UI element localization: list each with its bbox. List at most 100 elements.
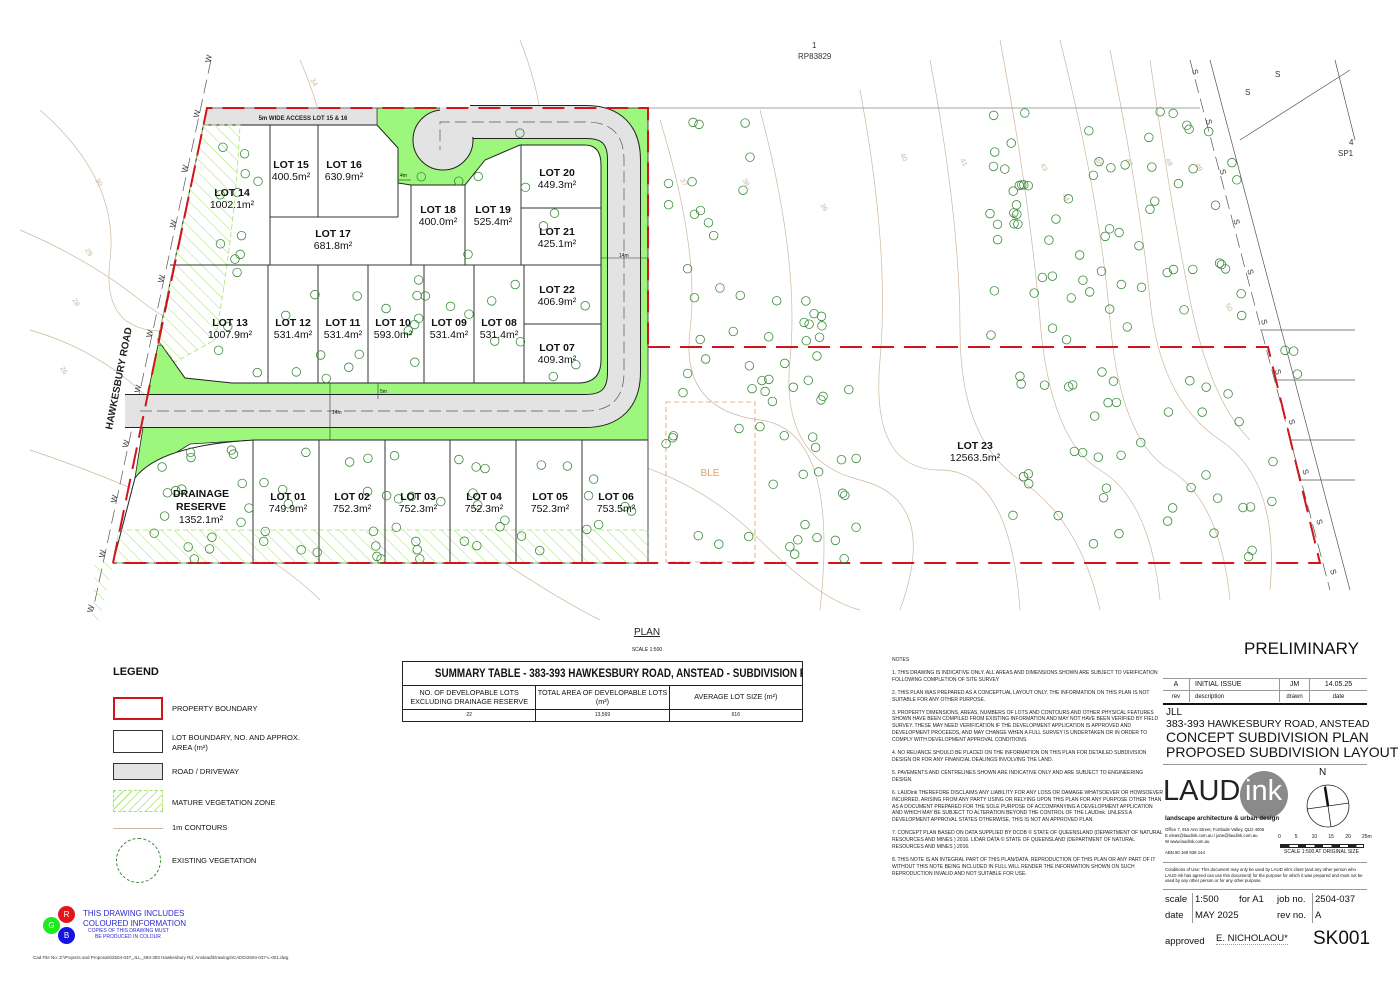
- tree-icon: [620, 501, 630, 512]
- blue-dot-icon: B: [58, 927, 75, 944]
- lot-number: LOT 22: [539, 284, 575, 296]
- tree-icon: [1100, 231, 1110, 242]
- sewer-marker: S: [1300, 468, 1310, 475]
- tree-icon: [236, 230, 247, 241]
- logo-text: LAUD: [1163, 775, 1241, 807]
- tree-icon: [535, 545, 545, 556]
- tree-icon: [1051, 214, 1061, 224]
- job-label: job no.: [1277, 894, 1306, 905]
- tree-icon: [768, 479, 778, 490]
- rev-date: 14.05.25: [1324, 681, 1353, 688]
- tree-icon: [840, 490, 850, 500]
- tree-icon: [1114, 227, 1124, 238]
- tree-icon: [1020, 108, 1030, 118]
- water-marker: W: [156, 274, 166, 284]
- tree-icon: [1008, 510, 1018, 521]
- tree-icon: [301, 447, 311, 458]
- tree-icon: [661, 439, 671, 449]
- legend-swatch-boundary: [113, 697, 163, 720]
- building-envelope: [665, 401, 756, 563]
- abn: ABN 80 169 838 144: [1165, 850, 1205, 855]
- tree-icon: [490, 336, 500, 346]
- tree-icon: [785, 542, 795, 552]
- tree-icon: [1039, 380, 1050, 390]
- tree-icon: [237, 478, 247, 489]
- contour-label: 50: [1223, 303, 1233, 313]
- tree-icon: [1013, 219, 1023, 229]
- tree-icon: [1227, 157, 1237, 168]
- tree-icon: [1096, 266, 1107, 276]
- lot-area: 531.4m²: [430, 329, 469, 341]
- drawing-subtitle: PROPOSED SUBDIVISION LAYOUT: [1166, 744, 1399, 760]
- contour-label: 40: [898, 153, 908, 163]
- tree-icon: [1184, 124, 1194, 134]
- tree-icon: [1098, 493, 1109, 503]
- tree-icon: [259, 536, 269, 547]
- tree-icon: [836, 455, 847, 465]
- tree-icon: [1029, 288, 1039, 298]
- lot-area: 409.3m²: [538, 354, 577, 366]
- tree-icon: [215, 190, 225, 200]
- lot-area: 752.3m²: [531, 503, 570, 515]
- tree-icon: [700, 354, 711, 364]
- contour-label: 30: [93, 178, 103, 188]
- dimension-label: 5m: [380, 389, 387, 395]
- tree-icon: [583, 491, 594, 501]
- lot-number: LOT 20: [539, 167, 575, 179]
- office-email: E eleas@laudink.com.au / jane@laudink.co…: [1165, 833, 1258, 838]
- tree-icon: [1093, 452, 1104, 462]
- existing-vegetation: [149, 107, 1303, 564]
- tree-icon: [1163, 407, 1174, 417]
- lot-area: 630.9m²: [325, 171, 364, 183]
- lot-number: LOT 10: [375, 317, 411, 329]
- note: 1. THIS DRAWING IS INDICATIVE ONLY. ALL …: [892, 669, 1158, 683]
- tree-icon: [232, 267, 242, 278]
- revno-value: A: [1315, 910, 1322, 921]
- tree-icon: [1008, 186, 1018, 196]
- tree-icon: [1116, 279, 1127, 290]
- lot-area: 753.5m²: [597, 503, 636, 515]
- tree-icon: [1232, 175, 1242, 185]
- water-marker: W: [97, 549, 107, 559]
- tree-icon: [1061, 334, 1072, 345]
- tree-icon: [626, 506, 637, 516]
- status-label: PRELIMINARY: [1244, 639, 1359, 658]
- tree-icon: [985, 208, 995, 219]
- sheet-number: SK001: [1313, 928, 1371, 949]
- tree-icon: [688, 117, 698, 128]
- tree-icon: [403, 325, 414, 336]
- tree-icon: [812, 351, 822, 361]
- lot-number: LOT 04: [466, 491, 502, 503]
- tree-icon: [406, 491, 417, 502]
- date-label: date: [1165, 910, 1184, 921]
- tree-icon: [1064, 382, 1074, 392]
- tree-icon: [818, 391, 828, 402]
- tree-icon: [259, 477, 269, 488]
- tree-icon: [389, 451, 400, 461]
- tree-icon: [240, 169, 250, 179]
- water-marker: W: [192, 109, 202, 119]
- plan-title: PLAN: [633, 627, 661, 638]
- svg-text:DRAINAGE: DRAINAGE: [173, 488, 229, 500]
- note: 6. LAUDink THEREFORE DISCLAIMS ANY LIABI…: [892, 789, 1163, 824]
- tree-icon: [1136, 437, 1146, 448]
- lot-area: 525.4m²: [474, 216, 513, 228]
- tree-icon: [277, 484, 288, 495]
- tree-icon: [755, 421, 765, 432]
- lot-area: 752.3m²: [399, 503, 438, 515]
- tree-icon: [693, 530, 703, 541]
- sewer-marker: S: [1204, 118, 1214, 125]
- tree-icon: [1122, 322, 1133, 332]
- tree-icon: [310, 289, 320, 300]
- tree-icon: [281, 310, 291, 321]
- legend-item: 1m CONTOURS: [172, 823, 228, 832]
- revision-header: rev description drawn date: [1163, 690, 1367, 702]
